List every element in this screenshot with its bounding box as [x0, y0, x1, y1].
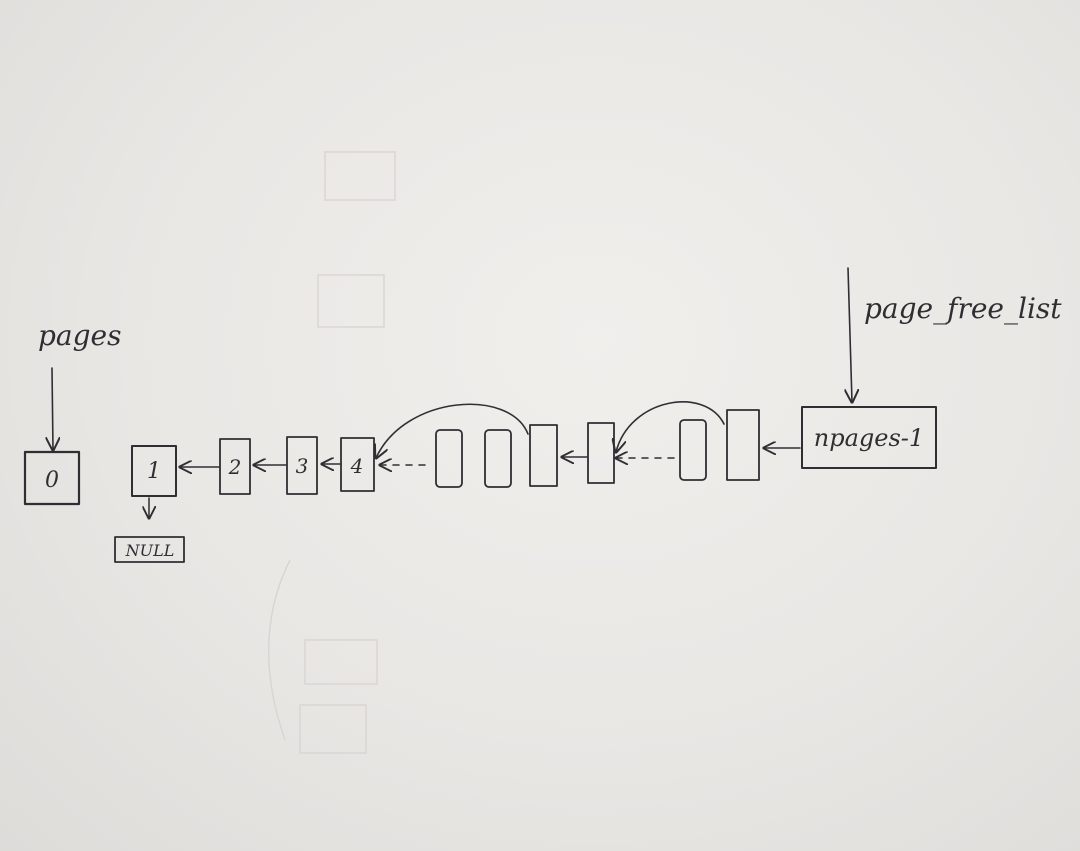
- node-box-1: [131, 445, 177, 497]
- node-box-4: [340, 437, 375, 492]
- node-label-last: npages-1: [814, 424, 924, 452]
- pages-arrow: [52, 367, 53, 450]
- node-box-middle: [587, 422, 615, 484]
- node-box-middle: [726, 409, 760, 481]
- node-box-middle: [679, 419, 707, 481]
- node-label-0: 0: [45, 468, 59, 493]
- node-label-3: 3: [296, 454, 309, 478]
- node-box-3: [286, 436, 318, 495]
- node-box-middle: [529, 424, 558, 487]
- curved-arrow-to-middle: [616, 401, 725, 452]
- bleed-through-marks: [268, 151, 396, 754]
- pages-label: pages: [38, 319, 121, 352]
- node-box-0: [23, 450, 81, 506]
- node-box-2: [219, 438, 251, 495]
- node-box-middle: [484, 429, 512, 488]
- node-box-last: [801, 406, 937, 469]
- node-label-2: 2: [228, 455, 242, 479]
- node-label-4: 4: [350, 454, 364, 478]
- page-free-list-label: page_free_list: [864, 292, 1062, 325]
- node-box-middle: [435, 429, 463, 488]
- null-label: NULL: [125, 541, 175, 560]
- node-label-1: 1: [147, 459, 161, 484]
- curved-arrow-to-node-4: [376, 403, 529, 458]
- page-free-list-arrow: [848, 267, 852, 402]
- null-box: [114, 536, 185, 563]
